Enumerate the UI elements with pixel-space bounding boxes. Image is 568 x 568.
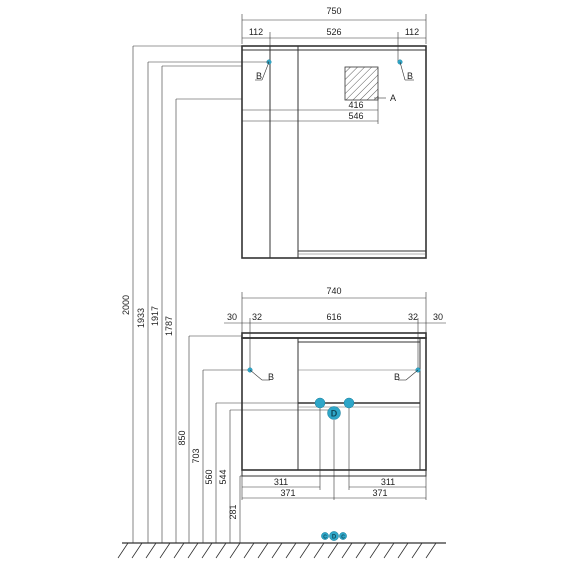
cabinet-dim-30-right: 30 xyxy=(433,312,443,322)
mirror-dim-right: 112 xyxy=(405,27,419,37)
floor-hatch-line xyxy=(341,542,353,559)
height-281: 281 xyxy=(228,504,238,519)
floor xyxy=(117,542,446,559)
floor-connection-badge: C D C xyxy=(321,531,347,541)
mirror-frame xyxy=(241,45,427,259)
mirror-width-label: 750 xyxy=(326,6,341,16)
cabinet-dim-32-right: 32 xyxy=(408,312,418,322)
mirror-dim-mid: 526 xyxy=(326,27,341,37)
cabinet-dim-311-left: 311 xyxy=(274,477,288,487)
floor-badge-c-right xyxy=(339,532,347,540)
mirror-label-b-left: B xyxy=(256,71,262,81)
cabinet-dim-371-left: 371 xyxy=(280,488,295,498)
cabinet-width-label: 740 xyxy=(326,286,341,296)
floor-hatch-line xyxy=(355,542,367,559)
height-544: 544 xyxy=(218,469,228,484)
cabinet-unit: 740 30 32 616 32 30 B B D xyxy=(224,286,446,500)
floor-hatch-line xyxy=(243,542,255,559)
floor-hatch-line xyxy=(271,542,283,559)
height-1917: 1917 xyxy=(150,306,160,326)
cabinet-dim-311-right: 311 xyxy=(381,477,395,487)
floor-hatch-line xyxy=(145,542,157,559)
mirror-label-a: A xyxy=(390,93,396,103)
floor-hatch-line xyxy=(257,542,269,559)
connection-point-d xyxy=(327,406,341,420)
connection-point-c-right xyxy=(343,397,355,409)
height-560: 560 xyxy=(204,469,214,484)
floor-hatching xyxy=(117,542,437,559)
floor-hatch-line xyxy=(285,542,297,559)
height-703: 703 xyxy=(191,448,201,463)
height-2000: 2000 xyxy=(121,295,131,315)
mirror-label-b-right: B xyxy=(407,71,413,81)
floor-badge-d-label: D xyxy=(332,535,337,541)
floor-hatch-line xyxy=(215,542,227,559)
floor-badge-d xyxy=(329,531,339,541)
mirror-dim-left: 112 xyxy=(249,27,263,37)
height-850: 850 xyxy=(177,430,187,445)
height-1787: 1787 xyxy=(164,316,174,336)
height-dimensions: 2000 1933 1917 1787 850 703 560 544 281 xyxy=(121,45,330,543)
floor-badge-c-left xyxy=(321,532,329,540)
height-1933: 1933 xyxy=(136,308,146,328)
connection-point-c-left xyxy=(314,397,326,409)
floor-hatch-line xyxy=(383,542,395,559)
floor-hatch-line xyxy=(425,542,437,559)
mirror-dim-416: 416 xyxy=(348,100,363,110)
mirror-unit: 750 112 526 112 A 416 546 B B xyxy=(241,6,427,259)
mirror-dim-546: 546 xyxy=(348,111,363,121)
floor-badge-c-right-label: C xyxy=(341,535,345,541)
floor-hatch-line xyxy=(411,542,423,559)
floor-hatch-line xyxy=(159,542,171,559)
hatched-area-a xyxy=(344,66,379,101)
floor-hatch-line xyxy=(201,542,213,559)
floor-hatch-line xyxy=(369,542,381,559)
floor-badge-c-left-label: C xyxy=(323,535,327,541)
floor-hatch-line xyxy=(117,542,129,559)
floor-hatch-line xyxy=(313,542,325,559)
cabinet-dim-371-right: 371 xyxy=(372,488,387,498)
cabinet-label-b-right: B xyxy=(394,372,400,382)
cabinet-label-d: D xyxy=(331,409,338,419)
floor-hatch-line xyxy=(131,542,143,559)
floor-hatch-line xyxy=(187,542,199,559)
floor-hatch-line xyxy=(397,542,409,559)
floor-hatch-line xyxy=(229,542,241,559)
floor-hatch-line xyxy=(327,542,339,559)
cabinet-label-b-left: B xyxy=(268,372,274,382)
floor-hatch-line xyxy=(173,542,185,559)
cabinet-dim-616: 616 xyxy=(326,312,341,322)
cabinet-dim-30-left: 30 xyxy=(227,312,237,322)
cabinet-dim-32-left: 32 xyxy=(252,312,262,322)
floor-hatch-line xyxy=(299,542,311,559)
